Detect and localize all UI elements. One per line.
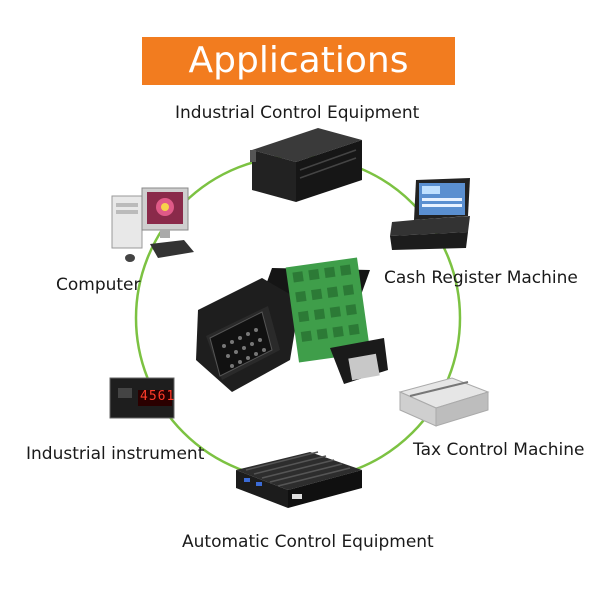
panel-meter-icon [109,377,175,419]
fanless-industrial-pc-icon [236,451,362,508]
label-industrial-instrument: Industrial instrument [26,444,205,464]
desktop-computer-icon [111,187,194,262]
laptop-terminal-icon [390,178,470,250]
label-computer: Computer [56,275,141,295]
title-banner: Applications [142,37,455,85]
label-industrial-control-equipment: Industrial Control Equipment [175,103,420,123]
instrument-display: 4561 [140,389,176,404]
label-automatic-control-equipment: Automatic Control Equipment [182,532,434,552]
label-tax-control-machine: Tax Control Machine [413,440,585,460]
dot-matrix-printer-icon [398,377,490,427]
rack-server-icon [250,128,362,202]
label-cash-register-machine: Cash Register Machine [384,268,578,288]
db15-terminal-adapter-icon [196,257,388,392]
